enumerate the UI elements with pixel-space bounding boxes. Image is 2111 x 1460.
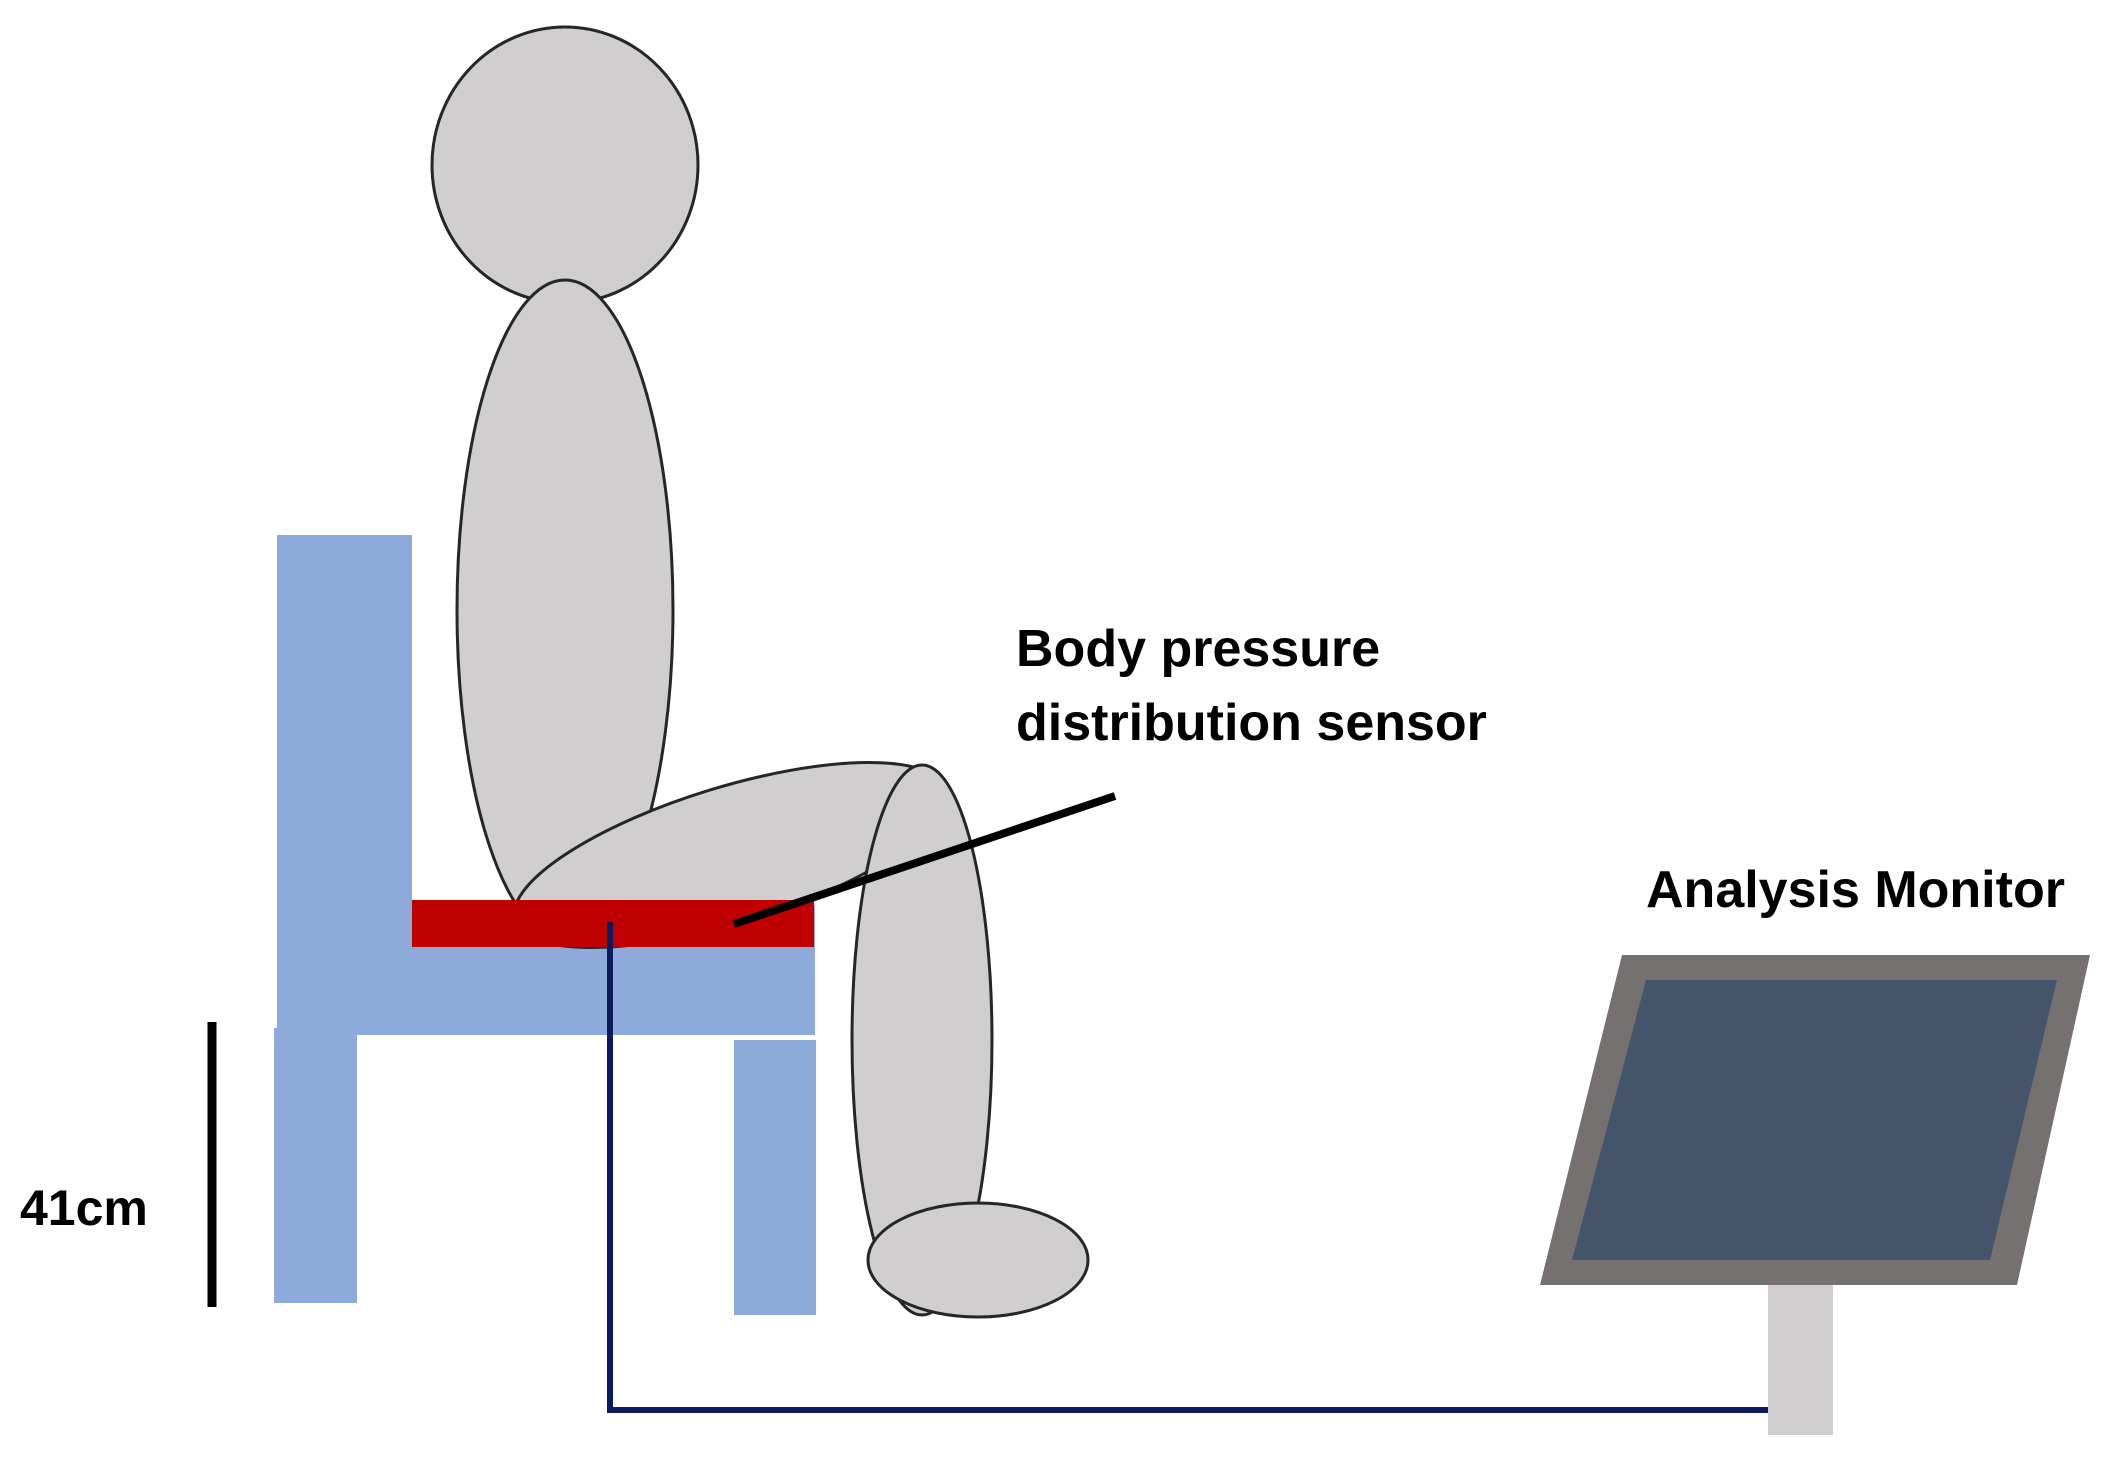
sensor-label-line1: Body pressure xyxy=(1016,620,1381,678)
person-lower-leg xyxy=(850,763,994,1317)
monitor-screen xyxy=(1572,980,2057,1260)
person-foot xyxy=(866,1201,1090,1319)
chair-front-leg xyxy=(734,1040,816,1315)
sensor-label-line2: distribution sensor xyxy=(1016,694,1487,752)
monitor-stand xyxy=(1768,1280,1833,1435)
person-head xyxy=(430,25,700,305)
seat-height-label: 41cm xyxy=(20,1180,148,1236)
sensor-label: Body pressure distribution sensor xyxy=(1016,612,1487,760)
sensor-pointer-line xyxy=(732,792,1117,928)
monitor-label: Analysis Monitor xyxy=(1646,861,2065,919)
sensor-cable xyxy=(607,922,1768,1413)
analysis-monitor xyxy=(1540,955,2090,1435)
chair-back-leg xyxy=(274,1028,357,1303)
seated-person xyxy=(430,25,1090,1319)
